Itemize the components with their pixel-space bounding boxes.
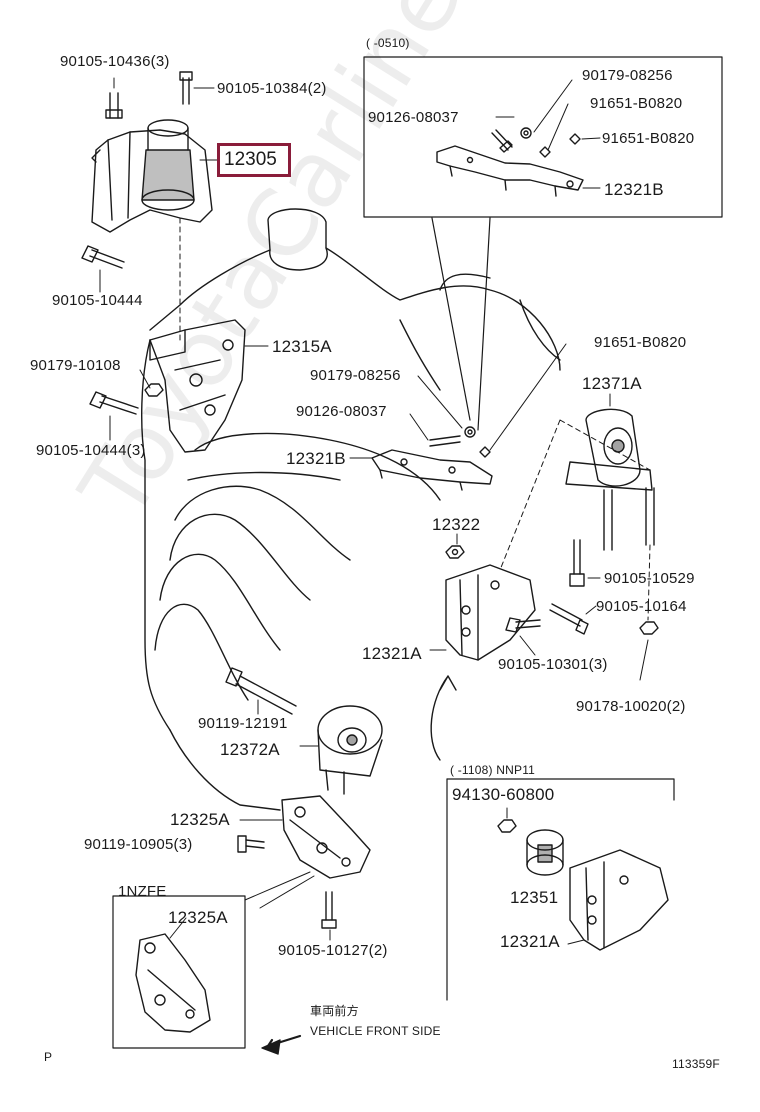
bolt-10127 — [321, 891, 337, 929]
nut-inset-1 — [539, 146, 551, 158]
drawing-number: 113359F — [672, 1057, 720, 1071]
part-12325A — [281, 795, 371, 879]
front-side-label-jp: 車両前方 — [310, 1004, 359, 1018]
part-label-90105-10164[interactable]: 90105-10164 — [596, 598, 687, 615]
bolt-10301 — [505, 617, 541, 633]
part-12371A — [565, 408, 655, 551]
inset-box-bottom-left — [112, 895, 246, 1049]
washer-08256 — [464, 426, 476, 438]
bolt-10444-a — [81, 245, 125, 269]
part-label-12371a[interactable]: 12371A — [582, 374, 642, 393]
bolt-10164 — [549, 603, 589, 635]
part-label-90119-10905[interactable]: 90119-10905(3) — [84, 836, 193, 853]
part-label-12321a-inset[interactable]: 12321A — [500, 932, 560, 951]
front-side-label-en: VEHICLE FRONT SIDE — [310, 1024, 441, 1038]
nut-12322 — [445, 545, 465, 559]
part-label-90119-12191[interactable]: 90119-12191 — [198, 715, 288, 732]
part-12372A — [317, 705, 383, 795]
nut-10020 — [639, 621, 659, 635]
part-label-12321b[interactable]: 12321B — [286, 449, 346, 468]
part-label-90179-08256[interactable]: 90179-08256 — [310, 367, 401, 384]
part-label-12351[interactable]: 12351 — [510, 888, 559, 907]
part-label-90105-10444-3[interactable]: 90105-10444(3) — [36, 442, 146, 459]
nut-b0820 — [479, 446, 491, 458]
part-label-90126-08037-inset[interactable]: 90126-08037 — [368, 109, 459, 126]
part-label-90105-10301[interactable]: 90105-10301(3) — [498, 656, 608, 673]
part-label-12325a[interactable]: 12325A — [170, 810, 230, 829]
bolt-10529 — [569, 539, 585, 587]
part-label-12305-highlighted[interactable]: 12305 — [217, 143, 291, 177]
bolt-12191 — [225, 667, 297, 715]
corner-label-p: P — [44, 1050, 53, 1064]
part-label-12325a-inset[interactable]: 12325A — [168, 908, 228, 927]
nut-94130 — [497, 819, 517, 833]
inset-box-top — [363, 56, 723, 218]
part-label-12321a[interactable]: 12321A — [362, 644, 422, 663]
part-label-90178-10020[interactable]: 90178-10020(2) — [576, 698, 686, 715]
nut-inset-2 — [569, 133, 581, 145]
bolt-10444-b — [89, 391, 139, 415]
part-12315A — [149, 319, 246, 453]
part-label-12315a[interactable]: 12315A — [272, 337, 332, 356]
engine-outline — [141, 208, 561, 811]
inset-bottom-right-header: ( -1108) NNP11 — [450, 763, 536, 777]
part-12325A-inset — [135, 933, 211, 1033]
part-12321A — [445, 564, 536, 661]
part-label-91651-b0820[interactable]: 91651-B0820 — [594, 334, 687, 351]
part-12305 — [91, 119, 213, 233]
part-label-12372a[interactable]: 12372A — [220, 740, 280, 759]
part-label-12321b-inset[interactable]: 12321B — [604, 180, 664, 199]
part-label-91651-b0820-inset-b[interactable]: 91651-B0820 — [602, 130, 695, 147]
washer-inset — [520, 127, 532, 139]
part-label-90105-10436[interactable]: 90105-10436(3) — [60, 53, 170, 70]
part-label-12322[interactable]: 12322 — [432, 515, 481, 534]
part-12321A-inset — [569, 849, 669, 951]
bolt-10436 — [105, 92, 123, 119]
part-12351-inset — [526, 829, 564, 876]
part-label-94130-60800[interactable]: 94130-60800 — [452, 785, 555, 804]
nut-10108 — [144, 383, 164, 397]
bolt-08037 — [429, 435, 461, 447]
bolt-inset-1 — [491, 129, 513, 153]
part-label-90179-08256-inset[interactable]: 90179-08256 — [582, 67, 673, 84]
part-label-90105-10127[interactable]: 90105-10127(2) — [278, 942, 388, 959]
part-label-90179-10108[interactable]: 90179-10108 — [30, 357, 121, 374]
bolt-10384 — [179, 71, 193, 105]
part-label-90105-10444[interactable]: 90105-10444 — [52, 292, 143, 309]
part-label-91651-b0820-inset-a[interactable]: 91651-B0820 — [590, 95, 683, 112]
part-12321B — [371, 449, 493, 491]
part-label-90126-08037[interactable]: 90126-08037 — [296, 403, 387, 420]
part-label-90105-10384[interactable]: 90105-10384(2) — [217, 80, 327, 97]
part-label-90105-10529[interactable]: 90105-10529 — [604, 570, 695, 587]
part-12321B-inset — [436, 145, 584, 197]
inset-top-header: ( -0510) — [366, 36, 410, 50]
bolt-10905 — [237, 835, 265, 853]
inset-bottom-left-header: 1NZFE — [118, 883, 167, 900]
